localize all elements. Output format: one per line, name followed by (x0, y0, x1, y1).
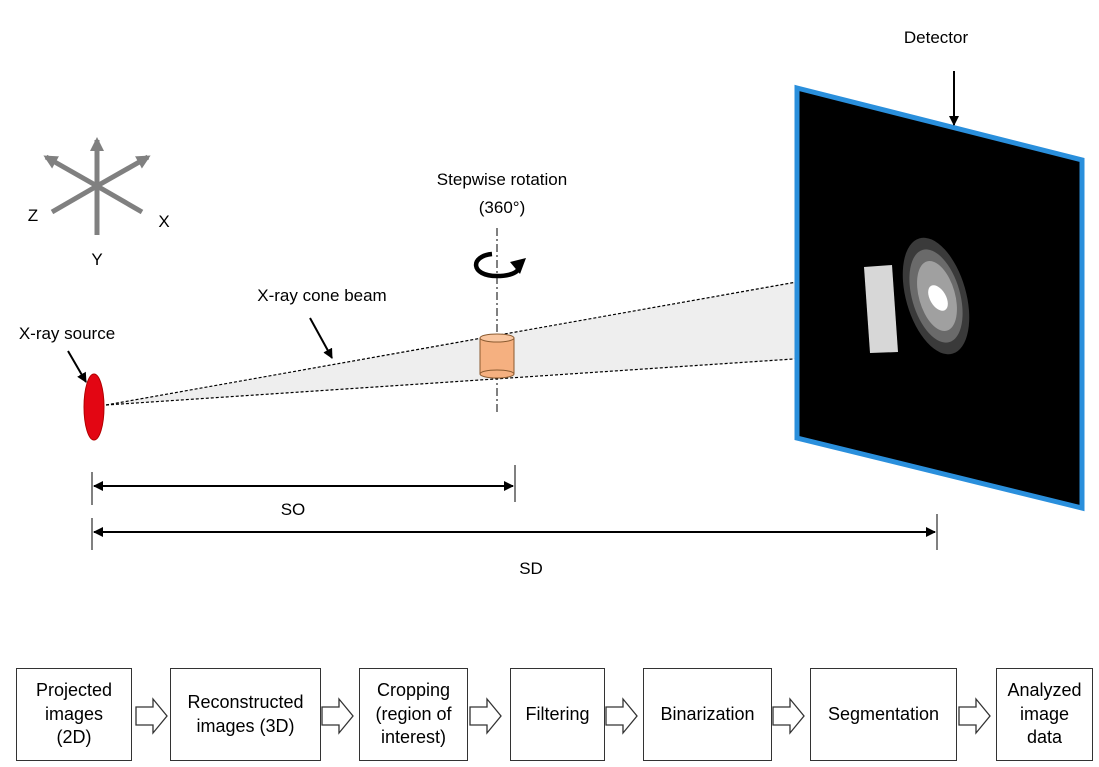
beam-edge-bottom (105, 351, 899, 406)
beam-edge-top (105, 264, 893, 406)
flow-arrow-5 (772, 697, 805, 735)
workflow-step-filtering: Filtering (510, 668, 605, 761)
so-label: SO (281, 500, 306, 519)
flow-arrow-2 (321, 697, 354, 735)
flow-arrow-6 (958, 697, 991, 735)
axis-line-right-down (95, 183, 144, 215)
rotation-label-line1: Stepwise rotation (437, 170, 567, 189)
axis-triad: Z X Y (28, 137, 170, 269)
workflow-step-segmentation: Segmentation (810, 668, 957, 761)
projected-sample-image (902, 237, 970, 355)
xray-source (83, 373, 105, 441)
axis-arrow-right-up (95, 154, 151, 189)
detector-label: Detector (904, 28, 969, 47)
axis-x-label: X (158, 212, 169, 231)
rotation-arrow-icon (473, 251, 526, 279)
workflow-step-binarization: Binarization (643, 668, 772, 761)
workflow-arrows (135, 697, 991, 735)
flow-arrow-4 (605, 697, 638, 735)
source-label: X-ray source (19, 324, 115, 343)
beam-pointer-arrow (309, 317, 333, 359)
axis-line-left-down (50, 183, 99, 215)
workflow-step-reconstructed-images: Reconstructed images (3D) (170, 668, 321, 761)
sample-cylinder (479, 333, 515, 379)
beam-label: X-ray cone beam (257, 286, 386, 305)
workflow-step-projected-images: Projected images (2D) (16, 668, 132, 761)
flow-arrow-1 (135, 697, 168, 735)
flow-arrow-3 (469, 697, 502, 735)
axis-arrow-left-up (43, 154, 99, 189)
workflow-step-cropping: Cropping (region of interest) (359, 668, 468, 761)
sd-label: SD (519, 559, 543, 578)
rotation-label-line2: (360°) (479, 198, 525, 217)
workflow-step-analyzed-data: Analyzed image data (996, 668, 1093, 761)
axis-y-label: Y (91, 250, 102, 269)
axis-z-label: Z (28, 206, 38, 225)
source-pointer-arrow (67, 350, 87, 383)
beam-on-detector (864, 265, 898, 353)
